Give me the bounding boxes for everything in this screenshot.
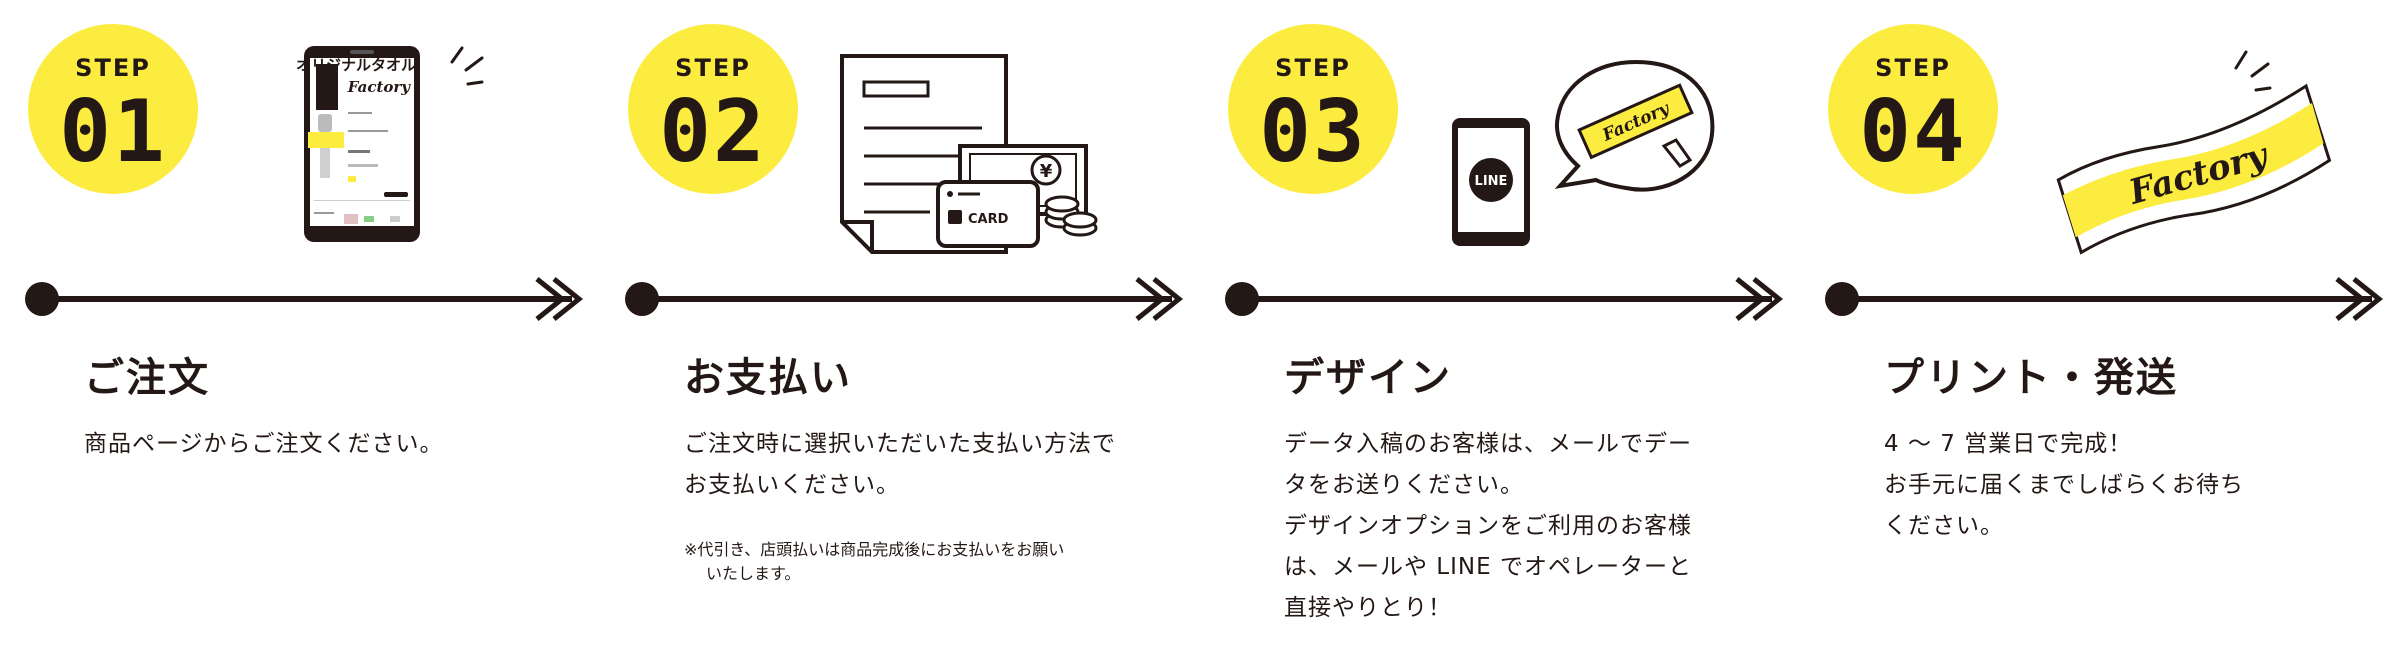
smartphone-order-illustration: オリジナルタオル Factory [296, 46, 484, 242]
timeline-arrow [625, 277, 1184, 321]
timeline-arrow [25, 277, 584, 321]
payment-illustration: ¥ CARD [840, 54, 1098, 254]
step-badge: STEP 01 [28, 24, 198, 194]
step-label: STEP [1875, 54, 1951, 82]
card-label: CARD [968, 212, 1009, 227]
step-description: 商品ページからご注文ください。 [84, 424, 554, 465]
printed-towel-illustration: Factory [2056, 50, 2332, 255]
desc-line: デザインオプションをご利用のお客様 [1284, 513, 1692, 539]
phone-shop-title: オリジナルタオル [296, 56, 416, 74]
step-note: ※代引き、店頭払いは商品完成後にお支払いをお願い いたします。 [684, 538, 1124, 586]
step-description: ご注文時に選択いただいた支払い方法で お支払いください。 [684, 424, 1154, 506]
step-2: STEP 02 ¥ CARD お支払い ご注文時に選 [600, 0, 1200, 662]
desc-line: 直接やりとり！ [1284, 595, 1452, 621]
desc-line: 4 ～ 7 営業日で完成！ [1884, 431, 2133, 457]
desc-line: ください。 [1884, 513, 2004, 539]
timeline-arrow [1825, 277, 2384, 321]
step-number: 02 [659, 82, 767, 182]
step-description: 4 ～ 7 営業日で完成！ お手元に届くまでしばらくお待ち ください。 [1884, 424, 2354, 547]
timeline-arrow [1225, 277, 1784, 321]
desc-line: ご注文時に選択いただいた支払い方法で [684, 431, 1116, 457]
step-number: 01 [59, 82, 167, 182]
desc-line: データ入稿のお客様は、メールでデー [1284, 431, 1692, 457]
line-design-illustration: LINE Factory [1452, 59, 1715, 246]
step-3: STEP 03 LINE Factory デザイン データ入稿のお客様は、メール… [1200, 0, 1800, 662]
note-line: いたします。 [706, 564, 801, 583]
step-1: STEP 01 オリジナルタオル Factory ご注文 商品ページから [0, 0, 600, 662]
step-label: STEP [75, 54, 151, 82]
step-badge: STEP 04 [1828, 24, 1998, 194]
desc-line: 商品ページからご注文ください。 [84, 431, 444, 457]
desc-line: お手元に届くまでしばらくお待ち [1884, 472, 2244, 498]
step-title: お支払い [684, 355, 852, 401]
step-number: 03 [1259, 82, 1367, 182]
step-title: ご注文 [84, 355, 210, 401]
phone-shop-logo: Factory [347, 78, 412, 96]
step-4: STEP 04 Factory プリント・発送 4 ～ 7 営業日で完成！ お手… [1800, 0, 2400, 662]
desc-line: お支払いください。 [684, 472, 900, 498]
desc-line: は、メールや LINE でオペレーターと [1284, 554, 1692, 580]
step-title: デザイン [1284, 355, 1452, 401]
step-badge: STEP 02 [628, 24, 798, 194]
step-badge: STEP 03 [1228, 24, 1398, 194]
step-label: STEP [1275, 54, 1351, 82]
step-description: データ入稿のお客様は、メールでデー タをお送りください。 デザインオプションをご… [1284, 424, 1754, 629]
note-line: ※代引き、店頭払いは商品完成後にお支払いをお願い [684, 540, 1065, 559]
desc-line: タをお送りください。 [1284, 472, 1524, 498]
step-label: STEP [675, 54, 751, 82]
line-logo-text: LINE [1475, 174, 1508, 189]
step-title: プリント・発送 [1884, 355, 2178, 401]
yen-symbol: ¥ [1040, 161, 1053, 182]
step-number: 04 [1859, 82, 1967, 182]
